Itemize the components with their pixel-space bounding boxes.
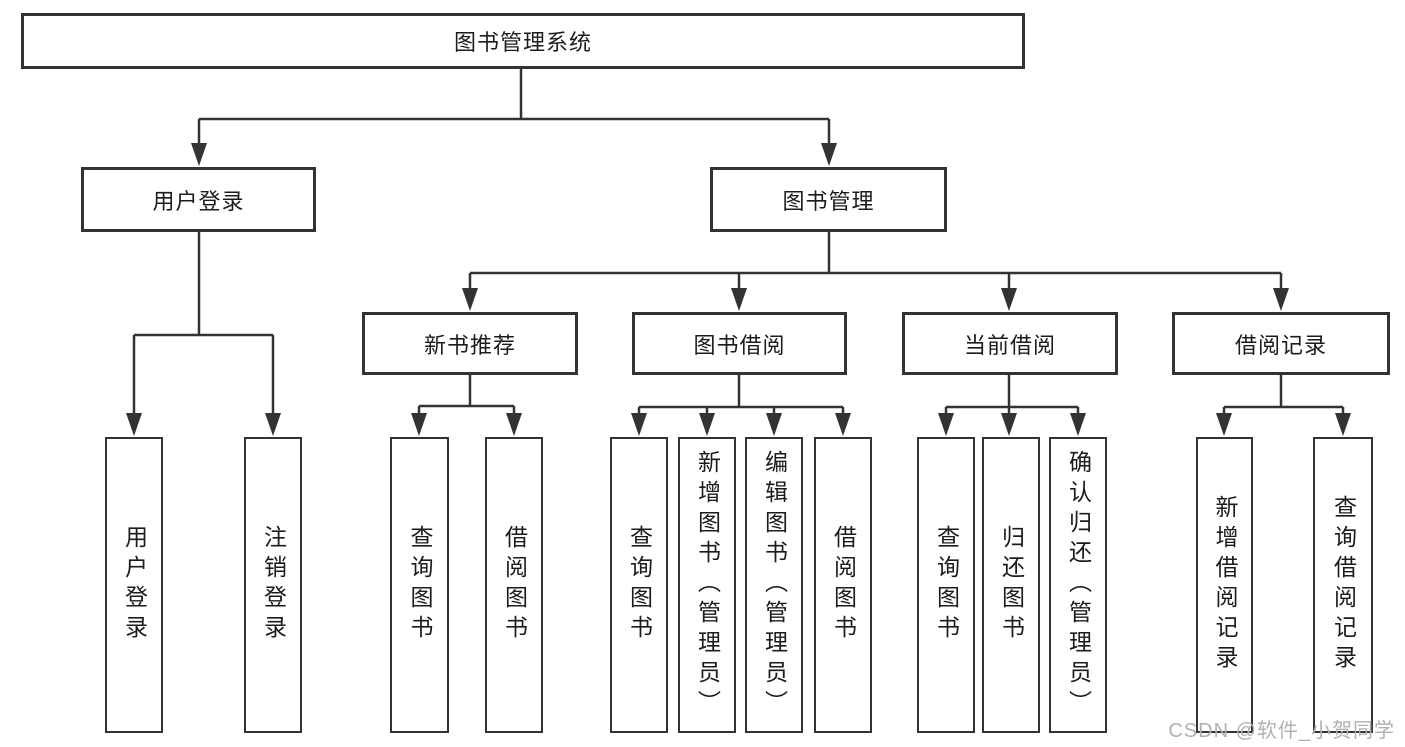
csdn-watermark: CSDN @软件_小贺同学 xyxy=(1168,720,1395,742)
leaf-query-book-1-label: 查询图书 xyxy=(407,525,433,645)
node-root-system: 图书管理系统 xyxy=(21,13,1025,69)
leaf-add-book-admin-label: 新增图书（管理员） xyxy=(694,450,721,720)
arrowheads xyxy=(126,143,1351,436)
leaf-add-book-admin: 新增图书（管理员） xyxy=(678,437,736,733)
leaf-borrow-book-1: 借阅图书 xyxy=(485,437,543,733)
node-book-borrow: 图书借阅 xyxy=(632,312,847,375)
leaf-logout: 注销登录 xyxy=(244,437,302,733)
leaf-confirm-return-admin-label: 确认归还（管理员） xyxy=(1065,450,1092,720)
leaf-add-borrow-record: 新增借阅记录 xyxy=(1196,437,1253,733)
leaf-user-login-label: 用户登录 xyxy=(121,525,148,645)
node-borrow-records: 借阅记录 xyxy=(1172,312,1390,375)
node-book-borrow-label: 图书借阅 xyxy=(693,332,786,358)
leaf-query-borrow-record: 查询借阅记录 xyxy=(1313,437,1373,733)
leaf-return-book: 归还图书 xyxy=(982,437,1040,733)
leaf-query-book-2-label: 查询图书 xyxy=(626,525,653,645)
leaf-logout-label: 注销登录 xyxy=(260,525,287,645)
leaf-borrow-book-2-label: 借阅图书 xyxy=(830,525,857,645)
leaf-query-book-2: 查询图书 xyxy=(610,437,668,733)
leaf-add-borrow-record-label: 新增借阅记录 xyxy=(1212,495,1238,675)
leaf-borrow-book-2: 借阅图书 xyxy=(814,437,872,733)
leaf-query-borrow-record-label: 查询借阅记录 xyxy=(1330,495,1357,675)
node-current-borrow: 当前借阅 xyxy=(902,312,1118,375)
node-borrow-records-label: 借阅记录 xyxy=(1234,332,1327,358)
leaf-return-book-label: 归还图书 xyxy=(998,525,1025,645)
leaf-edit-book-admin-label: 编辑图书（管理员） xyxy=(761,450,788,720)
leaf-edit-book-admin: 编辑图书（管理员） xyxy=(745,437,803,733)
node-current-borrow-label: 当前借阅 xyxy=(963,332,1056,358)
node-book-management-label: 图书管理 xyxy=(782,188,875,214)
node-new-book-recommend-label: 新书推荐 xyxy=(423,332,516,358)
node-user-login: 用户登录 xyxy=(81,167,316,232)
leaf-user-login: 用户登录 xyxy=(105,437,163,733)
leaf-borrow-book-1-label: 借阅图书 xyxy=(501,525,528,645)
node-book-management: 图书管理 xyxy=(710,167,947,232)
node-user-login-label: 用户登录 xyxy=(152,188,245,214)
leaf-query-book-3-label: 查询图书 xyxy=(933,525,960,645)
leaf-confirm-return-admin: 确认归还（管理员） xyxy=(1049,437,1107,733)
leaf-query-book-3: 查询图书 xyxy=(917,437,975,733)
leaf-query-book-1: 查询图书 xyxy=(390,437,449,733)
node-new-book-recommend: 新书推荐 xyxy=(362,312,578,375)
node-root-label: 图书管理系统 xyxy=(453,30,592,55)
